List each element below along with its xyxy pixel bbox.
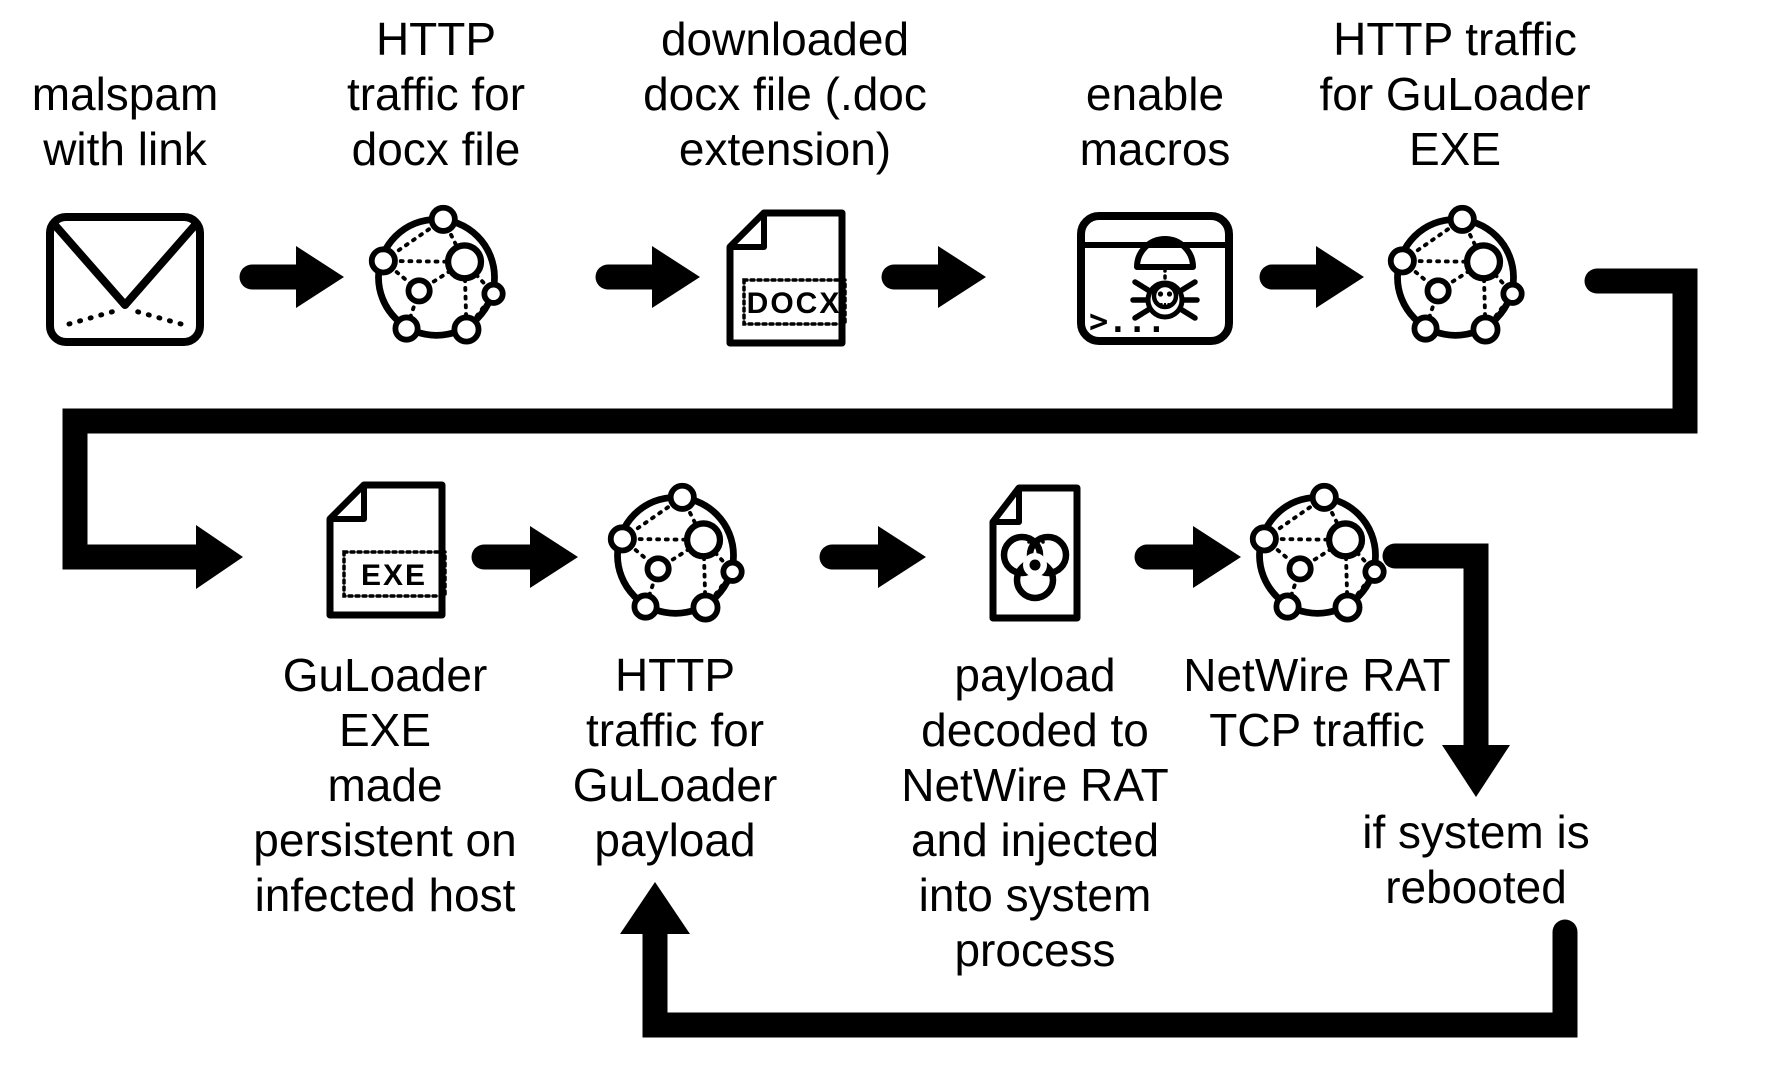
node-label-payload-decoded: payload decoded to NetWire RAT and injec…: [901, 649, 1169, 976]
flow-arrow: [1259, 246, 1364, 308]
row-wrap-connector: [62, 268, 1698, 589]
network-icon: [603, 478, 748, 623]
flow-arrow: [1134, 526, 1241, 588]
node-label-docx-file: downloaded docx file (.doc extension): [643, 13, 927, 175]
reboot-connector: [1382, 543, 1510, 797]
biohazard-file-icon: [989, 484, 1081, 622]
terminal-prompt: >...: [1089, 302, 1166, 340]
docx-file-icon: DOCX: [720, 208, 847, 348]
docx-badge: DOCX: [747, 287, 842, 320]
node-label-enable-macros: enable macros: [1079, 68, 1231, 175]
envelope-icon: [46, 213, 204, 346]
terminal-malware-icon: >...: [1077, 212, 1233, 345]
network-icon: [364, 200, 509, 345]
node-label-guloader-exe: GuLoader EXE made persistent on infected…: [253, 649, 517, 921]
node-label-http-guloader-exe: HTTP traffic for GuLoader EXE: [1319, 13, 1591, 175]
flow-arrow: [239, 246, 344, 308]
node-label-http-docx: HTTP traffic for docx file: [346, 13, 526, 175]
node-label-malspam: malspam with link: [31, 68, 219, 175]
loop-back-connector: [620, 882, 1578, 1038]
node-label-netwire-tcp: NetWire RAT TCP traffic: [1183, 649, 1451, 756]
reboot-note: if system is rebooted: [1362, 806, 1590, 913]
exe-badge: EXE: [361, 559, 427, 592]
node-label-http-guloader-payload: HTTP traffic for GuLoader payload: [572, 649, 778, 866]
network-icon: [1245, 478, 1390, 623]
network-icon: [1383, 200, 1528, 345]
exe-file-icon: EXE: [320, 480, 447, 620]
flow-arrow: [881, 246, 986, 308]
flow-arrow: [471, 526, 578, 588]
flow-arrow: [595, 246, 700, 308]
flow-arrow: [819, 526, 926, 588]
